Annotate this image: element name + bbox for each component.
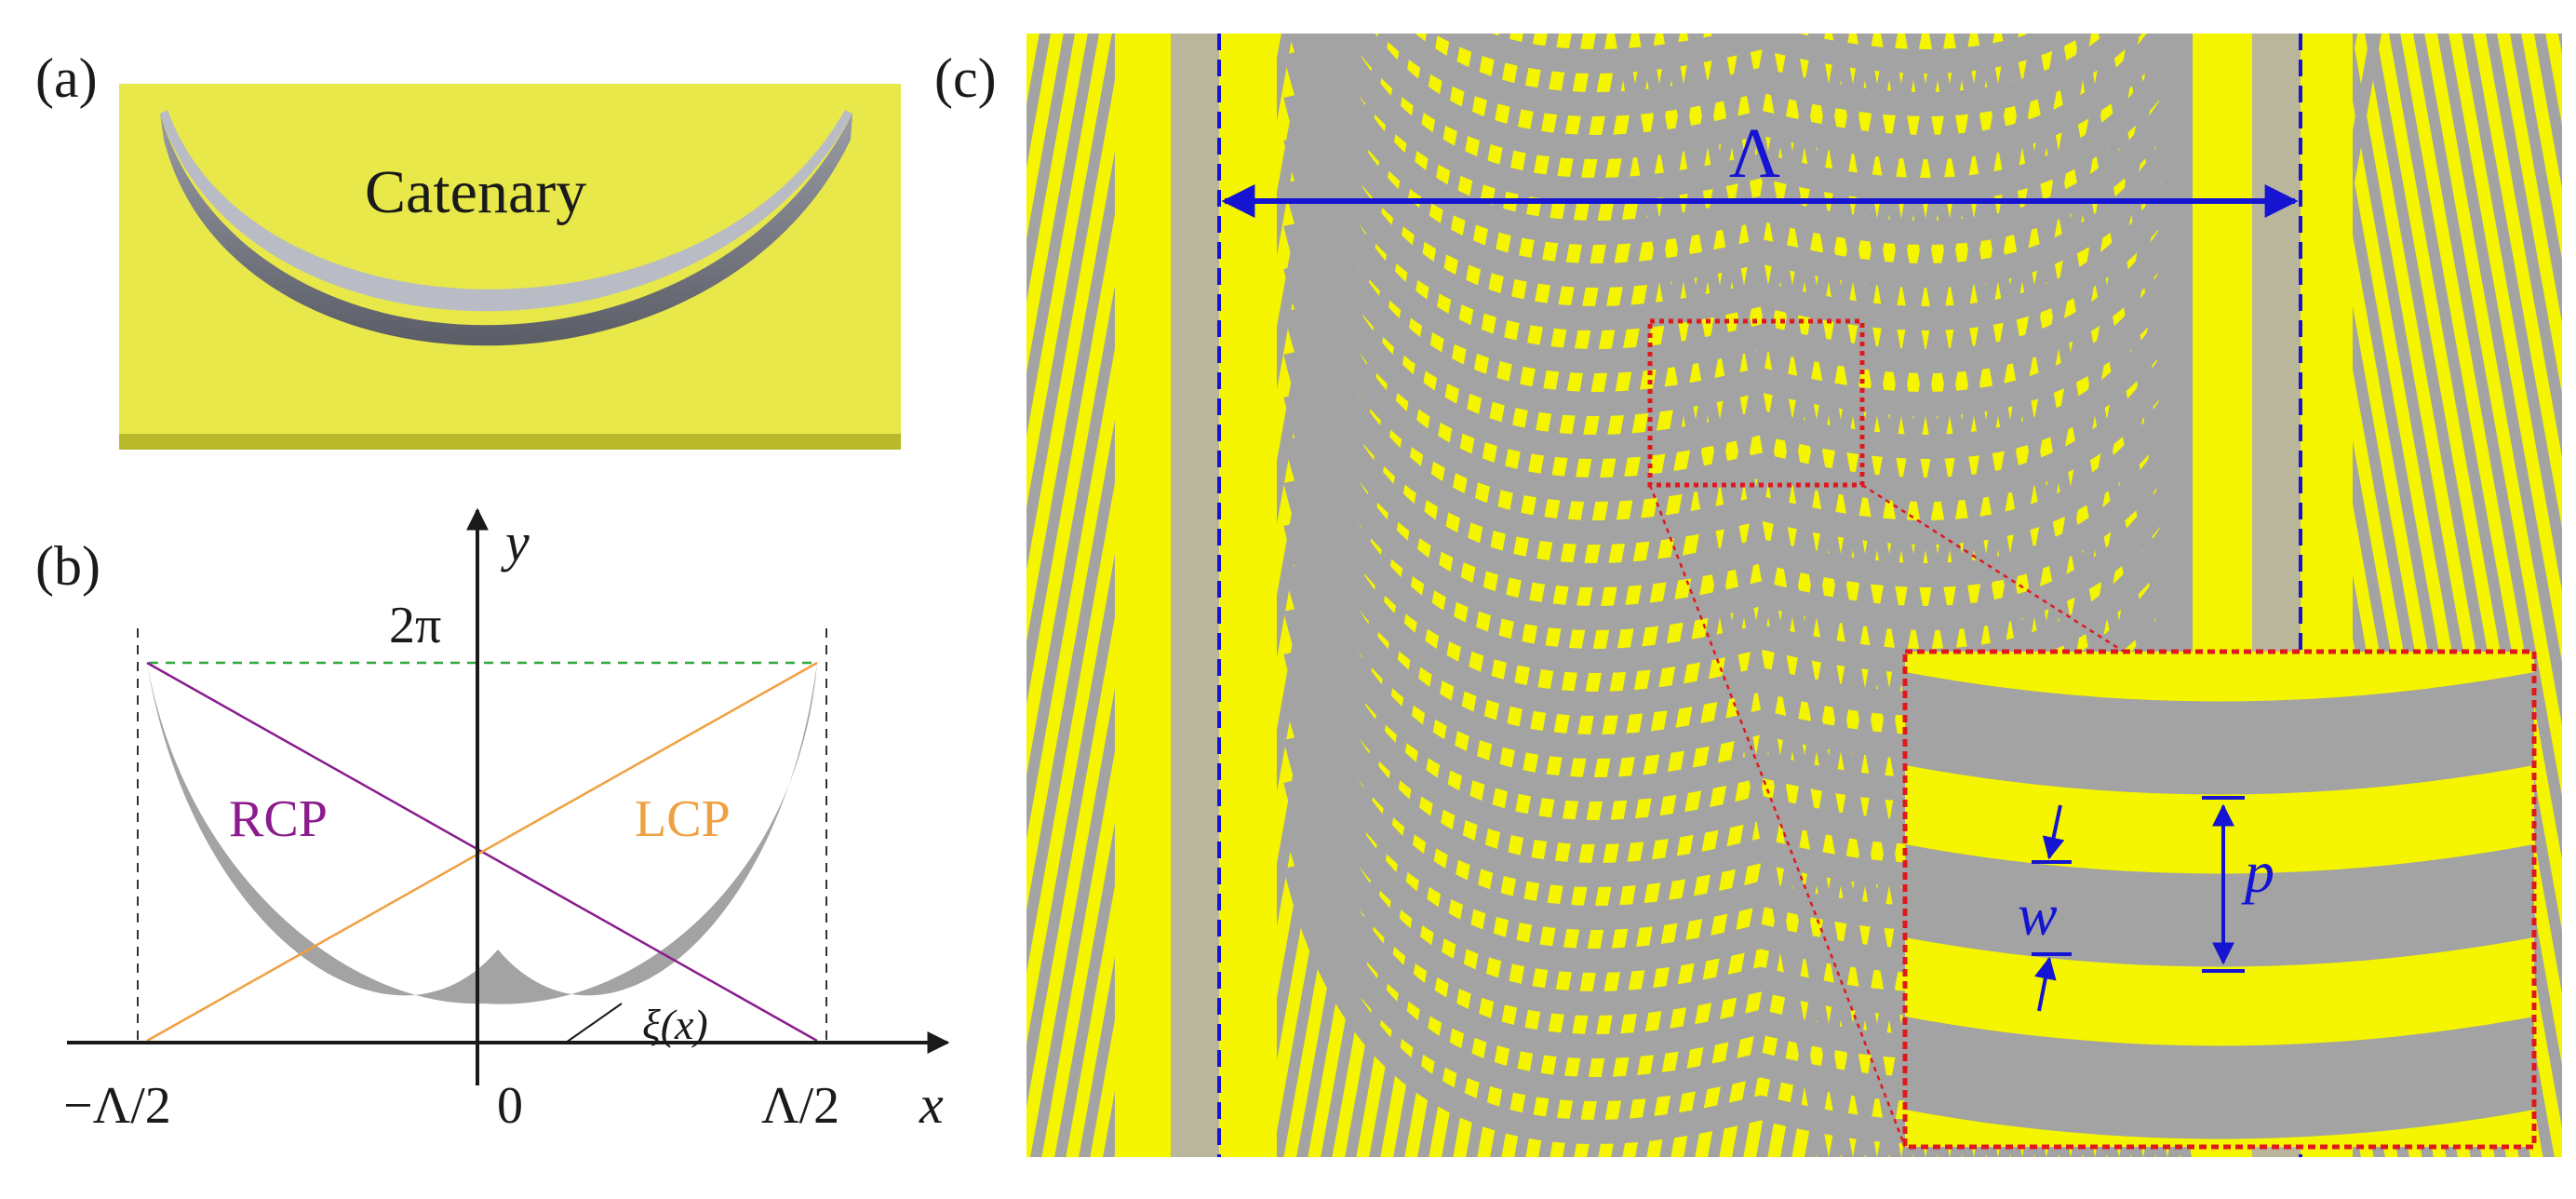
edge-stripe [2412, 34, 2562, 860]
panel-a-substrate-edge [119, 434, 901, 450]
w-arrow-top [2042, 804, 2065, 860]
lcp-line [146, 661, 818, 1043]
column-yellow-left-b [1219, 34, 1277, 1157]
tick-zero: 0 [497, 1077, 523, 1135]
inset-band [1905, 1017, 2534, 1139]
column-pale-left [1171, 34, 1219, 1157]
edge-stripe [2557, 34, 2562, 55]
lcp-label: LCP [635, 790, 731, 848]
period-label: Λ [1729, 115, 1780, 193]
x-axis-label: x [919, 1074, 944, 1135]
tick-two-pi: 2π [389, 597, 441, 654]
w-arrow-bottom [2034, 956, 2057, 1012]
zoom-inset [1905, 652, 2534, 1147]
edge-stripe [1026, 34, 1124, 571]
edge-stripe [2388, 34, 2562, 994]
panel-c: (c) Λ w [934, 0, 2562, 1157]
panel-c-label: (c) [934, 47, 997, 109]
y-axis-label: y [501, 512, 530, 573]
edge-stripe [2509, 34, 2562, 323]
edge-stripe [2364, 34, 2562, 1128]
rcp-label: RCP [229, 790, 328, 848]
edge-stripe [1026, 34, 1148, 705]
zoom-region [1647, 318, 1865, 488]
catenary-stripe [1295, 0, 2226, 19]
catenary-wall-side [160, 114, 852, 346]
w-label: w [2018, 882, 2058, 948]
edge-stripe [1026, 34, 1076, 303]
panel-b-label: (b) [35, 535, 101, 597]
inset-band [1905, 672, 2534, 795]
zoom-inset-border [1902, 649, 2537, 1150]
edge-stripe [2485, 34, 2562, 457]
column-yellow-left-a [1115, 34, 1171, 1157]
panel-a-caption: Catenary [365, 158, 586, 226]
xi-angle-tick [565, 1003, 623, 1044]
edge-stripe [2461, 34, 2562, 591]
panel-a: (a) Catenary [35, 47, 901, 450]
tick-minus-half-period: −Λ/2 [63, 1077, 171, 1135]
edge-stripe [2436, 34, 2562, 726]
edge-stripe [1026, 34, 1100, 437]
p-label: p [2241, 839, 2274, 905]
xi-label: ξ(x) [642, 1001, 708, 1048]
panel-a-label: (a) [35, 47, 98, 109]
panel-b: (b) y x 2π −Λ/2 0 Λ/2 RCP LCP ξ(x) [35, 507, 950, 1135]
zoom-connector-left [1648, 484, 1907, 1148]
catenary-wall-top [160, 110, 852, 312]
tick-half-period: Λ/2 [761, 1077, 839, 1135]
